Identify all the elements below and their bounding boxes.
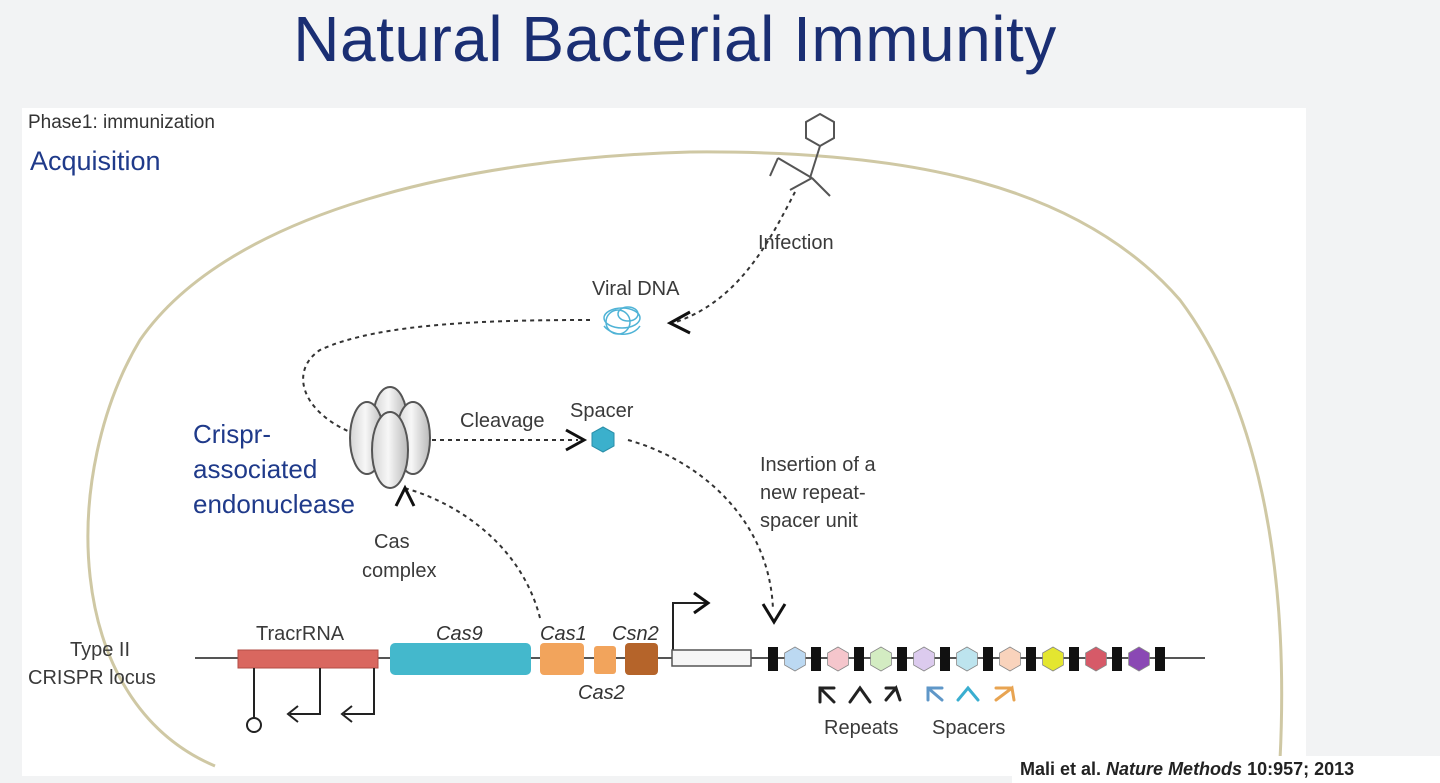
slide-title: Natural Bacterial Immunity [293,3,1057,75]
spacer-unit [827,646,849,672]
repeat-block [983,647,993,671]
locus-label-line1: Type II [70,639,130,661]
cas-assembly-arrowhead [394,484,416,507]
repeat-block [1026,647,1036,671]
spacer-arrow-icon [994,685,1016,702]
repeat-block [1112,647,1122,671]
cell-outline [86,150,1284,768]
insertion-arrowhead [761,603,787,625]
citation-journal: Nature Methods [1106,759,1243,779]
tracrrna-gene [237,649,379,669]
citation: Mali et al. Nature Methods 10:957; 2013 [1012,756,1440,783]
csn2-gene [625,643,658,675]
insertion-label-line3: spacer unit [760,510,858,532]
promoter-arrow [672,602,706,650]
spacer-label: Spacer [570,400,634,422]
repeat-arrow-icon [818,686,836,704]
tracrrna-transcripts-icon [246,668,375,733]
repeats-label: Repeats [824,717,899,739]
spacer-unit [784,646,806,672]
leader-sequence [671,649,752,667]
cas-complex-icon [349,386,431,489]
crispr-array [768,646,1165,672]
cleavage-arrowhead [565,428,588,452]
crispr-label-line2: associated [193,454,317,484]
spacer-unit [1128,646,1150,672]
spacer-unit [956,646,978,672]
infection-label: Infection [758,232,834,254]
citation-authors: Mali et al. [1020,759,1102,779]
cas2-label: Cas2 [578,682,625,704]
repeat-block [897,647,907,671]
bacteriophage-icon [769,112,835,197]
cas1-label: Cas1 [540,623,587,645]
citation-ref: 10:957; 2013 [1247,759,1355,779]
spacer-unit [999,646,1021,672]
repeat-block [1155,647,1165,671]
infection-arrow [675,191,796,323]
promoter-arrowhead [693,591,711,615]
infection-arrowhead [666,310,691,335]
cleavage-label: Cleavage [460,410,545,432]
repeat-block [811,647,821,671]
repeat-block [768,647,778,671]
repeat-block [1069,647,1079,671]
cas-complex-label-line1: Cas [374,531,410,553]
cas9-label: Cas9 [436,623,483,645]
crispr-label-line3: endonuclease [193,489,355,519]
repeat-arrow-icon [848,685,872,704]
tracrrna-label: TracrRNA [256,623,345,645]
spacer-arrow-icon [926,686,944,702]
viral-dna-icon [603,306,641,335]
crispr-label-line1: Crispr- [193,419,271,449]
spacer-unit [1042,646,1064,672]
viral-dna-label: Viral DNA [592,278,680,300]
cas-complex-label-line2: complex [362,560,436,582]
stage-label: Acquisition [30,146,161,176]
insertion-arrow [627,439,774,611]
cas2-gene [594,646,616,674]
insertion-label-line2: new repeat- [760,482,866,504]
repeat-block [854,647,864,671]
locus-label-line2: CRISPR locus [28,667,156,689]
spacer-hex-icon [591,426,615,453]
spacer-unit [913,646,935,672]
phase-label: Phase1: immunization [28,112,215,133]
repeat-block [940,647,950,671]
spacers-label: Spacers [932,717,1005,739]
csn2-label: Csn2 [612,623,659,645]
cas-assembly-arrow [403,487,541,619]
spacer-arrow-icon [956,685,980,702]
spacer-unit [870,646,892,672]
cas1-gene [540,643,584,675]
repeat-arrow-icon [884,684,902,702]
repeat-spacer-arrows [818,684,1016,704]
insertion-label-line1: Insertion of a [760,454,877,476]
spacer-unit [1085,646,1107,672]
cas9-gene [390,643,531,675]
viral-to-cas-arrow [302,319,591,433]
